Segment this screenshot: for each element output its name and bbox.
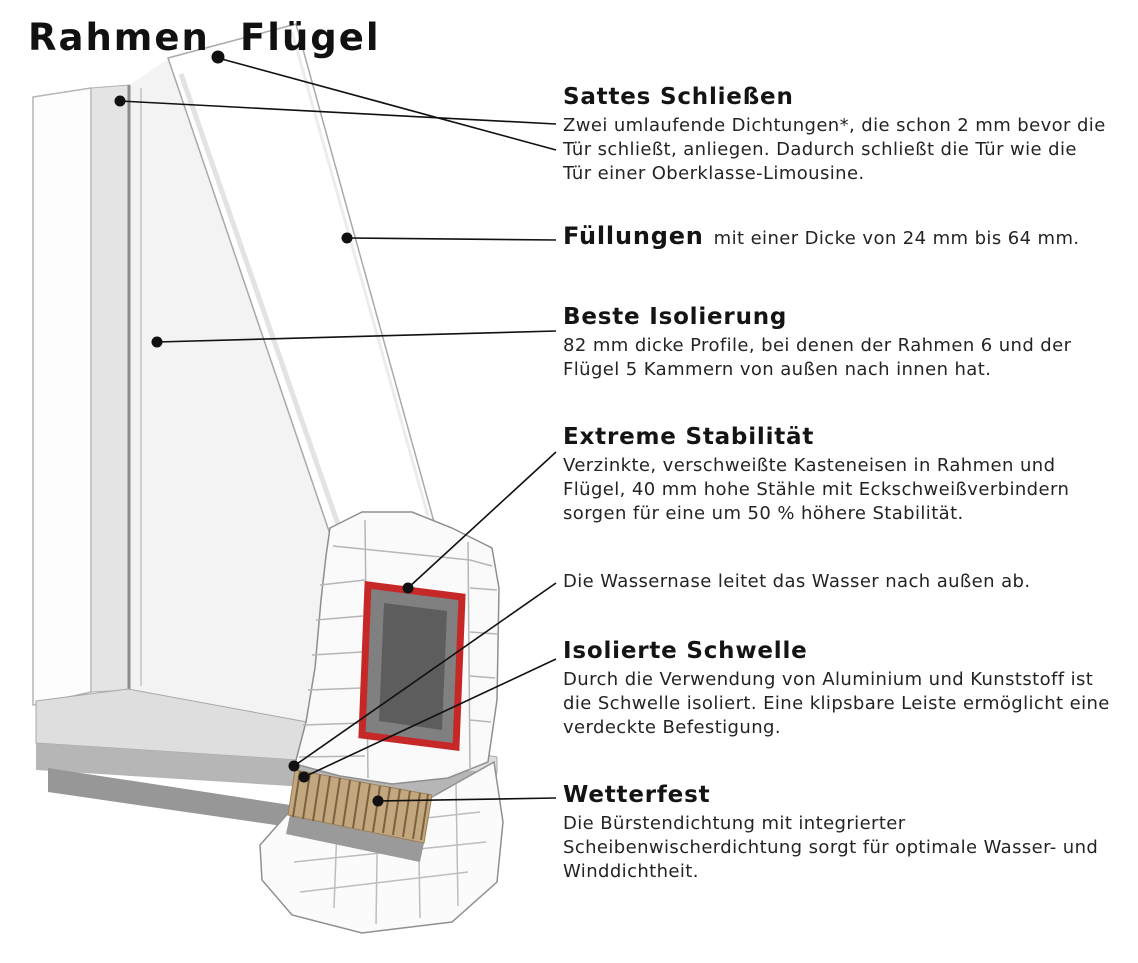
annotation-wassernase: Die Wassernase leitet das Wasser nach au…	[563, 570, 1111, 594]
leader-line-isolierung	[156, 330, 557, 343]
brush-seal	[287, 769, 433, 844]
leader-dot-stabilitaet	[402, 582, 414, 594]
annotation-heading: Isolierte Schwelle	[563, 638, 808, 664]
leader-line-sattes-1	[119, 100, 557, 125]
annotation-heading: Sattes Schließen	[563, 84, 794, 110]
annotation-extreme-stabilitaet: Extreme Stabilität Verzinkte, verschweiß…	[563, 424, 1111, 526]
annotation-heading: Extreme Stabilität	[563, 424, 815, 450]
sash-panel-highlight-line	[290, 31, 430, 517]
annotation-heading: Wetterfest	[563, 782, 711, 808]
leader-dot-isolierung	[151, 336, 163, 348]
leader-dot-schwelle	[298, 771, 310, 783]
annotation-beste-isolierung: Beste Isolierung 82 mm dicke Profile, be…	[563, 304, 1111, 382]
leader-dot-title	[211, 50, 225, 64]
annotation-fuellungen: Füllungen mit einer Dicke von 24 mm bis 6…	[563, 222, 1138, 251]
threshold-sill-front	[36, 743, 497, 799]
annotation-body: Zwei umlaufende Dichtungen*, die schon 2…	[563, 115, 1106, 184]
annotation-heading: Füllungen	[563, 222, 704, 250]
annotation-body: Die Wassernase leitet das Wasser nach au…	[563, 571, 1031, 592]
frame-jamb-front	[32, 87, 92, 706]
frame-reveal-face	[129, 58, 334, 762]
leader-line-stabilitaet	[407, 451, 557, 589]
leader-line-schwelle	[303, 658, 557, 778]
leader-dot-wetterfest	[372, 795, 384, 807]
steel-reinforcement-cavity	[379, 603, 447, 730]
leader-dot-sattes	[114, 95, 126, 107]
annotation-wetterfest: Wetterfest Die Bürstendichtung mit integ…	[563, 782, 1111, 884]
leader-dots	[114, 50, 414, 807]
annotation-body: mit einer Dicke von 24 mm bis 64 mm.	[713, 228, 1080, 249]
sash-panel-shading-line	[178, 73, 343, 531]
leader-line-wassernase	[293, 582, 557, 767]
annotation-isolierte-schwelle: Isolierte Schwelle Durch die Verwendung …	[563, 638, 1111, 740]
page-title-rahmen: Rahmen	[28, 16, 210, 59]
leader-dot-wassernase	[288, 760, 300, 772]
annotation-sattes-schliessen: Sattes Schließen Zwei umlaufende Dichtun…	[563, 84, 1111, 186]
annotation-body: Verzinkte, verschweißte Kasteneisen in R…	[563, 455, 1070, 524]
annotation-body: 82 mm dicke Profile, bei denen der Rahme…	[563, 335, 1072, 380]
leader-lines	[119, 57, 557, 802]
leader-dot-fuellungen	[341, 232, 353, 244]
annotation-body: Die Bürstendichtung mit integrierter Sch…	[563, 813, 1099, 882]
leader-line-wetterfest	[377, 797, 557, 802]
page-title-fluegel: Flügel	[240, 16, 381, 59]
leader-line-fuellungen	[346, 237, 557, 241]
threshold-sill-base	[48, 768, 310, 830]
annotation-body: Durch die Verwendung von Aluminium und K…	[563, 669, 1110, 738]
threshold-aluminium-bar	[286, 815, 424, 862]
leader-line-sattes-2	[217, 57, 557, 151]
annotation-heading: Beste Isolierung	[563, 304, 788, 330]
frame-jamb-side	[90, 84, 130, 693]
